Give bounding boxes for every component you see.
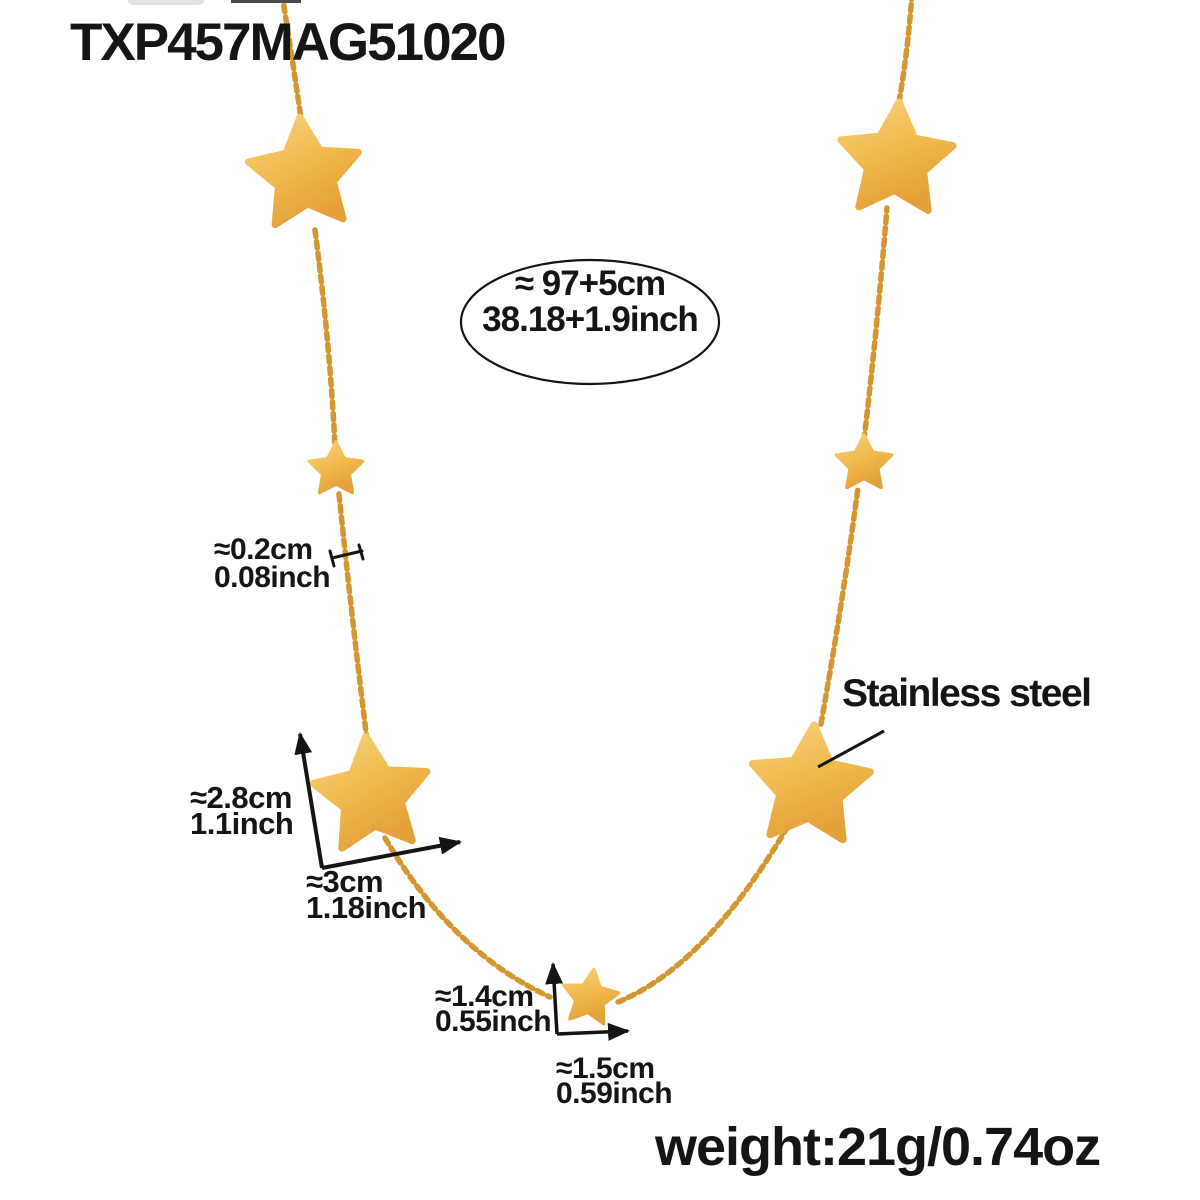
star-pendant-mid-right-small — [836, 435, 891, 487]
large-star-height-label: ≈2.8cm 1.1inch — [190, 780, 294, 841]
small-star-width-label: ≈1.5cm 0.59inch — [556, 1052, 673, 1110]
star-pendant-mid-left-small — [309, 442, 362, 493]
large-star-width-label: ≈3cm 1.18inch — [306, 864, 427, 925]
chain-segment — [382, 835, 553, 1000]
cropped-edge-artifact — [231, 0, 301, 3]
chain-thickness-inch: 0.08inch — [214, 561, 331, 594]
weight-label: weight:21g/0.74oz — [655, 1117, 1101, 1177]
chain-segment — [280, 0, 304, 121]
chain-thickness-cm: ≈0.2cm — [214, 533, 313, 566]
necklace-length-cm: ≈ 97+5cm — [514, 264, 666, 303]
annotation-lines — [294, 258, 885, 1041]
small-star-dimension-arrows — [545, 962, 630, 1041]
large-star-width-arrow — [321, 836, 462, 870]
chain-thickness-label: ≈0.2cm 0.08inch — [214, 533, 331, 594]
star-pendant-bottom-right-large — [748, 721, 873, 841]
chain-segment — [615, 823, 791, 1005]
small-star-height-arrow — [545, 962, 564, 1035]
star-pendant-bottom-left-large — [309, 730, 434, 850]
material-pointer-line — [817, 729, 885, 769]
small-star-width-cm: ≈1.5cm — [556, 1052, 655, 1085]
small-star-height-inch: 0.55inch — [435, 1005, 552, 1038]
necklace-length-inch: 38.18+1.9inch — [482, 300, 699, 339]
star-pendant-top-left — [245, 112, 364, 226]
chain-segment — [861, 205, 890, 443]
chain-segment — [336, 491, 370, 743]
cropped-edge-artifact — [128, 0, 204, 5]
star-pendant-top-right — [837, 99, 955, 211]
large-star-width-inch: 1.18inch — [306, 890, 427, 925]
large-star-height-arrow — [294, 732, 324, 869]
small-star-width-arrow — [556, 1022, 630, 1041]
length-callout-ellipse — [459, 258, 721, 386]
product-code: TXP457MAG51020 — [70, 13, 507, 72]
small-star-height-cm: ≈1.4cm — [435, 980, 534, 1013]
chain-segment — [312, 227, 338, 449]
large-star-dimension-arrows — [294, 732, 462, 870]
large-star-height-inch: 1.1inch — [190, 806, 294, 841]
large-star-height-cm: ≈2.8cm — [190, 780, 292, 815]
necklace-length-label: ≈ 97+5cm 38.18+1.9inch — [446, 266, 734, 338]
large-star-width-cm: ≈3cm — [306, 864, 384, 899]
necklace-chain — [280, 0, 915, 1005]
small-star-height-label: ≈1.4cm 0.55inch — [435, 980, 552, 1038]
chain-segment — [896, 0, 915, 105]
material-label: Stainless steel — [842, 672, 1092, 715]
chain-segment — [818, 485, 861, 727]
small-star-width-inch: 0.59inch — [556, 1077, 673, 1110]
chain-thickness-marker — [328, 543, 365, 568]
star-pendant-bottom-small — [559, 965, 621, 1025]
